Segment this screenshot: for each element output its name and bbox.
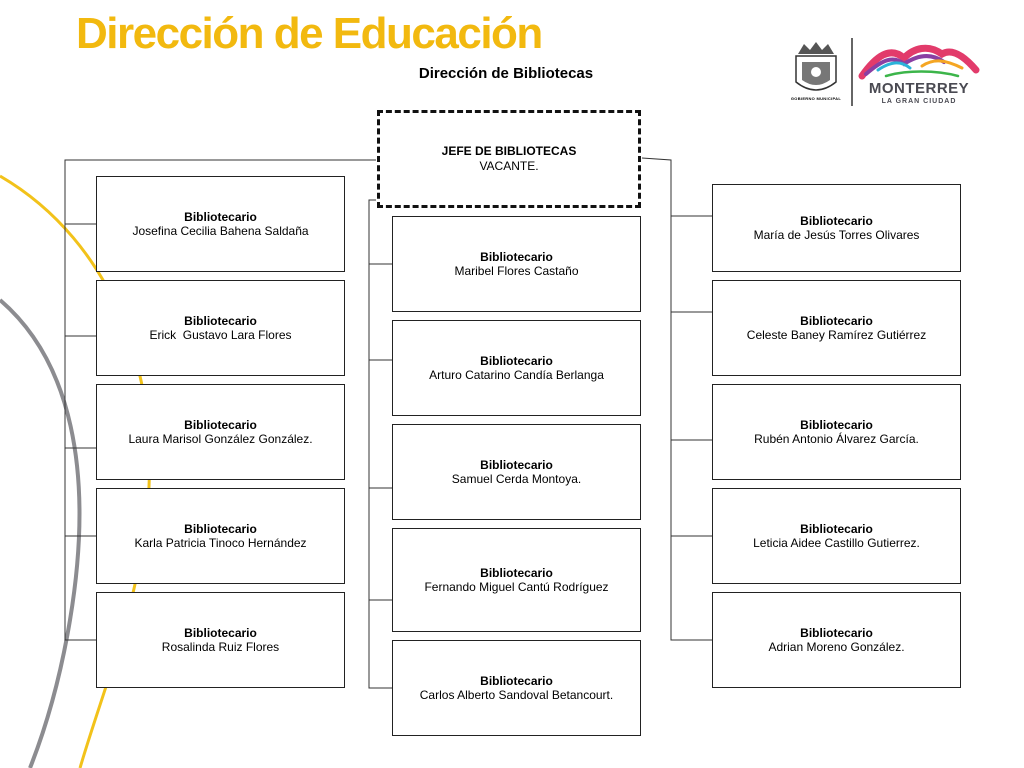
- staff-role: Bibliotecario: [184, 210, 257, 224]
- staff-role: Bibliotecario: [184, 314, 257, 328]
- center-staff-box-5: Bibliotecario Carlos Alberto Sandoval Be…: [392, 640, 641, 736]
- staff-role: Bibliotecario: [800, 418, 873, 432]
- center-staff-box-4: Bibliotecario Fernando Miguel Cantú Rodr…: [392, 528, 641, 632]
- staff-role: Bibliotecario: [480, 250, 553, 264]
- staff-role: Bibliotecario: [184, 522, 257, 536]
- right-staff-box-1: Bibliotecario María de Jesús Torres Oliv…: [712, 184, 961, 272]
- left-bracket-line: [64, 159, 376, 641]
- staff-name: María de Jesús Torres Olivares: [753, 228, 920, 242]
- staff-name: Laura Marisol González González.: [128, 432, 313, 446]
- center-staff-box-2: Bibliotecario Arturo Catarino Candía Ber…: [392, 320, 641, 416]
- staff-name: Carlos Alberto Sandoval Betancourt.: [419, 688, 614, 702]
- logo-area: GOBIERNO MUNICIPAL MONTERREY LA GRAN CIU…: [786, 36, 986, 110]
- staff-role: Bibliotecario: [184, 418, 257, 432]
- page-title: Dirección de Educación: [76, 9, 543, 58]
- staff-role: Bibliotecario: [480, 566, 553, 580]
- staff-name: Leticia Aidee Castillo Gutierrez.: [753, 536, 920, 550]
- staff-role: Bibliotecario: [480, 458, 553, 472]
- head-role: JEFE DE BIBLIOTECAS: [441, 144, 577, 158]
- staff-name: Adrian Moreno González.: [768, 640, 905, 654]
- staff-name: Celeste Baney Ramírez Gutiérrez: [746, 328, 927, 342]
- staff-role: Bibliotecario: [800, 626, 873, 640]
- staff-role: Bibliotecario: [480, 674, 553, 688]
- center-bracket-line: [368, 199, 392, 689]
- head-position-box: JEFE DE BIBLIOTECAS VACANTE.: [377, 110, 641, 208]
- staff-name: Josefina Cecilia Bahena Saldaña: [132, 224, 309, 238]
- center-staff-box-3: Bibliotecario Samuel Cerda Montoya.: [392, 424, 641, 520]
- decorative-gray-arc: [0, 298, 82, 768]
- staff-name: Rosalinda Ruiz Flores: [161, 640, 280, 654]
- right-staff-box-5: Bibliotecario Adrian Moreno González.: [712, 592, 961, 688]
- left-staff-box-2: Bibliotecario Erick Gustavo Lara Flores: [96, 280, 345, 376]
- staff-role: Bibliotecario: [184, 626, 257, 640]
- left-staff-box-5: Bibliotecario Rosalinda Ruiz Flores: [96, 592, 345, 688]
- staff-name: Erick Gustavo Lara Flores: [149, 328, 292, 342]
- staff-name: Arturo Catarino Candía Berlanga: [429, 368, 604, 382]
- staff-role: Bibliotecario: [800, 522, 873, 536]
- staff-name: Fernando Miguel Cantú Rodríguez: [424, 580, 609, 594]
- left-staff-box-1: Bibliotecario Josefina Cecilia Bahena Sa…: [96, 176, 345, 272]
- brand-name: MONTERREY: [868, 80, 970, 97]
- staff-name: Karla Patricia Tinoco Hernández: [134, 536, 307, 550]
- staff-role: Bibliotecario: [480, 354, 553, 368]
- head-name: VACANTE.: [479, 159, 539, 173]
- staff-name: Samuel Cerda Montoya.: [451, 472, 582, 486]
- monterrey-mountain-icon: [858, 44, 980, 80]
- municipal-logos: [795, 38, 980, 106]
- staff-role: Bibliotecario: [800, 214, 873, 228]
- right-staff-box-4: Bibliotecario Leticia Aidee Castillo Gut…: [712, 488, 961, 584]
- left-staff-box-4: Bibliotecario Karla Patricia Tinoco Hern…: [96, 488, 345, 584]
- municipal-seal-icon: [795, 42, 837, 91]
- right-staff-box-2: Bibliotecario Celeste Baney Ramírez Guti…: [712, 280, 961, 376]
- right-staff-box-3: Bibliotecario Rubén Antonio Álvarez Garc…: [712, 384, 961, 480]
- brand-tagline: LA GRAN CIUDAD: [881, 98, 957, 105]
- center-staff-box-1: Bibliotecario Maribel Flores Castaño: [392, 216, 641, 312]
- chart-subtitle: Dirección de Bibliotecas: [418, 65, 594, 82]
- staff-name: Maribel Flores Castaño: [454, 264, 579, 278]
- staff-name: Rubén Antonio Álvarez García.: [754, 432, 919, 446]
- right-bracket-line: [641, 157, 712, 641]
- left-staff-box-3: Bibliotecario Laura Marisol González Gon…: [96, 384, 345, 480]
- staff-role: Bibliotecario: [800, 314, 873, 328]
- seal-caption: GOBIERNO MUNICIPAL: [790, 96, 842, 101]
